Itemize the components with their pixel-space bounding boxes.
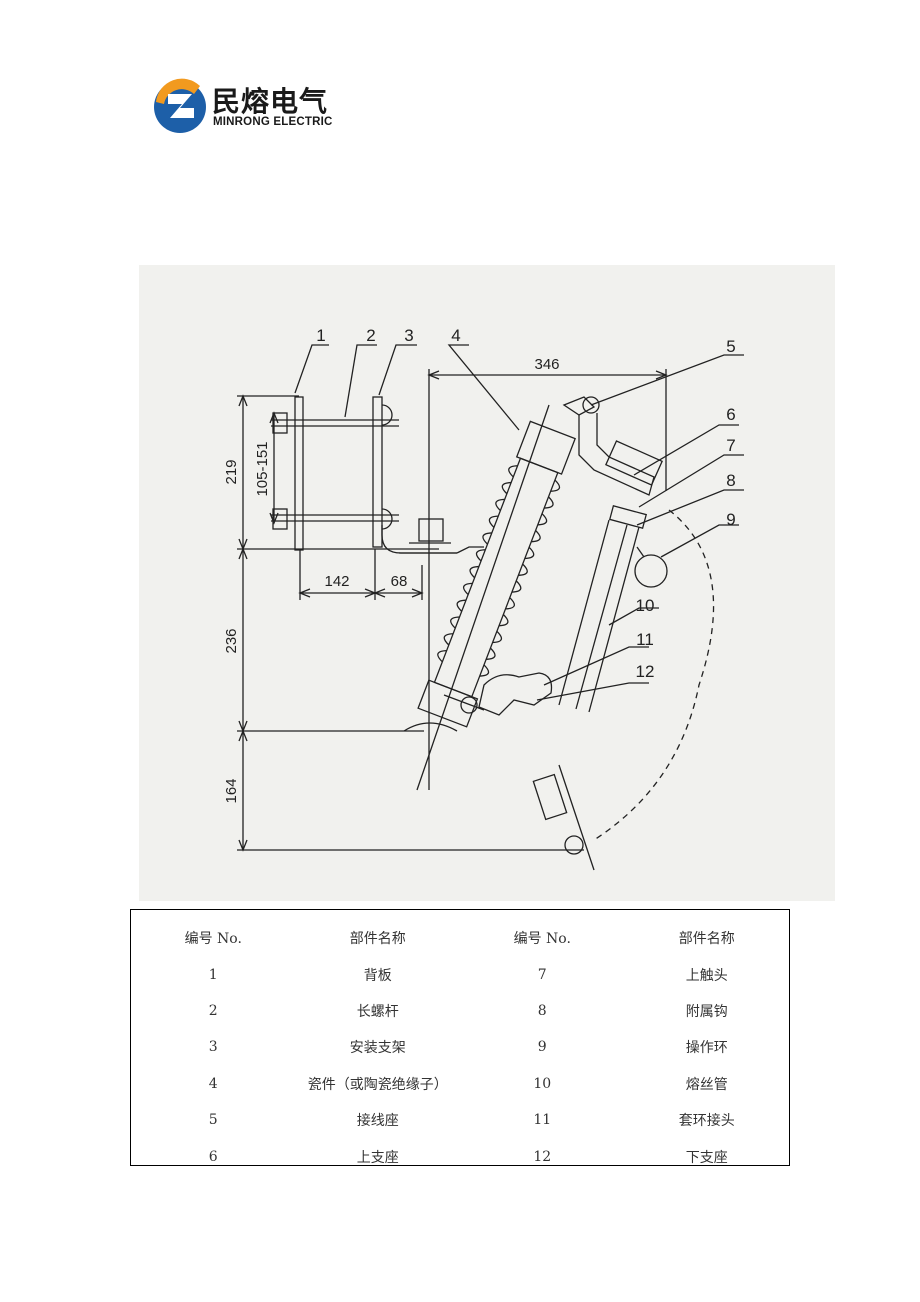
table-cell: 7	[537, 966, 547, 983]
table-cell: 背板	[363, 967, 392, 984]
fuse-cutout-drawing: 346 219 105-151 236 164 142 68 1 2 3 4 5…	[139, 265, 835, 901]
table-row: 4 瓷件（或陶瓷绝缘子） 10 熔丝管	[131, 1066, 789, 1102]
table-cell: 9	[537, 1039, 547, 1056]
dim-68: 68	[391, 573, 408, 590]
header-cell: 编号 No.	[184, 931, 242, 948]
table-row: 1 背板 7 上触头	[131, 956, 789, 992]
callout-10: 10	[636, 596, 655, 615]
callout-8: 8	[726, 471, 735, 490]
table-row: 3 安装支架 9 操作环	[131, 1029, 789, 1065]
logo-name-en: MINRONG ELECTRIC	[213, 116, 333, 128]
table-cell: 4	[208, 1075, 218, 1092]
table-cell: 下支座	[685, 1149, 728, 1166]
header-cell: 部件名称	[349, 931, 406, 948]
dim-346: 346	[534, 356, 559, 373]
table-row: 6 上支座 12 下支座	[131, 1138, 789, 1174]
callout-2: 2	[366, 326, 375, 345]
logo-name-cn: 民熔电气	[212, 85, 329, 118]
table-cell: 上支座	[356, 1149, 399, 1166]
table-cell: 11	[533, 1112, 552, 1129]
callout-4: 4	[451, 326, 460, 345]
header-cell: 编号 No.	[513, 931, 571, 948]
callout-11: 11	[636, 630, 654, 649]
table-cell: 1	[208, 966, 218, 983]
table-cell: 操作环	[685, 1040, 728, 1057]
dim-105-151: 105-151	[254, 441, 271, 496]
parts-table: 编号 No. 部件名称 编号 No. 部件名称 1 背板 7 上触头 2 长螺杆…	[130, 909, 790, 1166]
logo-mark-icon	[154, 78, 206, 133]
table-row: 5 接线座 11 套环接头	[131, 1102, 789, 1138]
company-logo: 民熔电气 MINRONG ELECTRIC	[150, 74, 350, 140]
table-cell: 上触头	[685, 967, 728, 984]
table-cell: 熔丝管	[685, 1076, 728, 1093]
table-cell: 12	[533, 1148, 552, 1165]
callout-9: 9	[726, 510, 735, 529]
table-cell: 瓷件（或陶瓷绝缘子）	[307, 1076, 448, 1093]
table-cell: 5	[208, 1112, 218, 1129]
table-header-row: 编号 No. 部件名称 编号 No. 部件名称	[131, 920, 789, 956]
callout-5: 5	[726, 337, 735, 356]
dim-164: 164	[223, 778, 240, 803]
callout-3: 3	[404, 326, 413, 345]
table-cell: 附属钩	[685, 1003, 728, 1020]
callout-7: 7	[726, 436, 735, 455]
dim-236: 236	[223, 628, 240, 653]
header-cell: 部件名称	[678, 931, 735, 948]
table-cell: 8	[537, 1002, 547, 1019]
callout-12: 12	[636, 662, 655, 681]
table-row: 2 长螺杆 8 附属钩	[131, 993, 789, 1029]
table-cell: 套环接头	[678, 1113, 735, 1130]
table-cell: 安装支架	[349, 1040, 406, 1057]
table-cell: 2	[208, 1002, 218, 1019]
callout-1: 1	[316, 326, 325, 345]
table-cell: 接线座	[356, 1113, 399, 1130]
drawing-canvas: 346 219 105-151 236 164 142 68 1 2 3 4 5…	[223, 326, 744, 871]
callout-6: 6	[726, 405, 735, 424]
table-cell: 3	[208, 1039, 218, 1056]
table-cell: 10	[533, 1075, 552, 1092]
dim-219: 219	[223, 459, 240, 484]
table-cell: 6	[208, 1148, 218, 1165]
table-cell: 长螺杆	[356, 1003, 399, 1020]
dim-142: 142	[324, 573, 349, 590]
